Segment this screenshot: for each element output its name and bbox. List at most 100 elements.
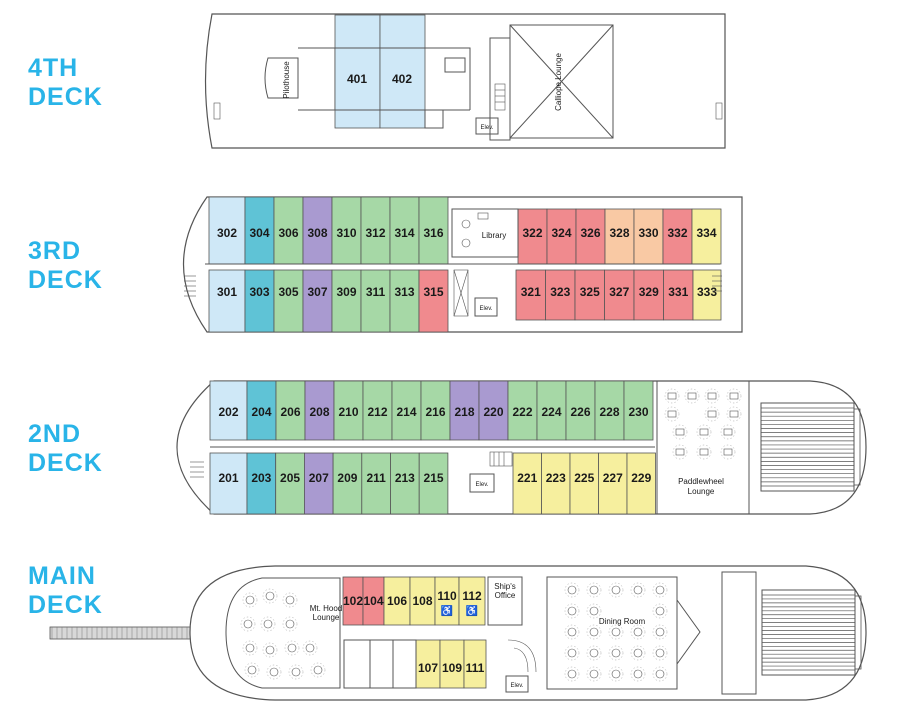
- accessible-icon: ♿: [466, 604, 478, 617]
- dining-room-label: Dining Room: [599, 617, 646, 626]
- cabin-label: 329: [639, 285, 659, 299]
- elevator-label: Elev.: [476, 482, 489, 488]
- cabin-label: 402: [392, 72, 412, 86]
- cabin-label: 325: [580, 285, 600, 299]
- deck-label-3rd: 3RD DECK: [28, 237, 103, 295]
- paddlewheel-lounge-label: Lounge: [688, 487, 715, 496]
- deck-label-line: 4TH: [28, 54, 79, 82]
- cabin-label: 334: [696, 226, 716, 240]
- cabin-204: [246, 380, 277, 441]
- lounge-furniture: [240, 588, 326, 680]
- accessible-icon: ♿: [441, 604, 453, 617]
- cabin-label: 206: [280, 405, 300, 419]
- cabin-label: 227: [603, 471, 623, 485]
- cabin-328: [604, 208, 635, 265]
- cabin-label: 110: [437, 589, 457, 603]
- elevator-label: Elev.: [481, 125, 494, 131]
- cabin-214: [391, 380, 422, 441]
- cabin-label: 205: [280, 471, 300, 485]
- mt-hood-lounge-label: Mt. Hood: [310, 604, 342, 613]
- paddlewheel-icon: [760, 402, 861, 492]
- cabin-325: [574, 269, 605, 321]
- paddlewheel-lounge-label: Paddlewheel: [678, 477, 724, 486]
- cabin-307: [302, 269, 333, 333]
- cabin-label: 203: [251, 471, 271, 485]
- cabin-label: 332: [667, 226, 687, 240]
- calliope-lounge: [509, 24, 614, 139]
- cabin-228: [594, 380, 625, 441]
- cabin-331: [663, 269, 694, 321]
- cabin-label: 112: [462, 589, 482, 603]
- elevator-main: [505, 675, 529, 693]
- cabin-304: [244, 196, 275, 265]
- deck-label-4th: 4TH DECK: [28, 54, 103, 112]
- cabin-label: 315: [423, 285, 443, 299]
- cabin-label: 303: [249, 285, 269, 299]
- cabin-302: [208, 196, 246, 265]
- ships-office: [487, 576, 523, 626]
- cabin-321: [515, 269, 546, 321]
- cabin-201: [209, 452, 248, 515]
- table-icon: [461, 212, 489, 248]
- deck-label-line: DECK: [28, 266, 103, 294]
- cabin-label: 207: [309, 471, 329, 485]
- cabin-label: 307: [307, 285, 327, 299]
- cabin-label: 226: [570, 405, 590, 419]
- cabin-label: 208: [309, 405, 329, 419]
- cabin-221: [512, 452, 542, 515]
- stairs-icon: [507, 639, 537, 673]
- cabin-213: [390, 452, 420, 515]
- cabin-label: 302: [217, 226, 237, 240]
- cabin-label: 216: [425, 405, 445, 419]
- cabin-208: [304, 380, 335, 441]
- cabin-label: 204: [251, 405, 271, 419]
- elevator-label: Elev.: [511, 683, 524, 689]
- cabin-label: 109: [442, 661, 462, 675]
- cabin-label: 326: [580, 226, 600, 240]
- elevator-2: [469, 473, 495, 493]
- cabin-label: 201: [218, 471, 238, 485]
- cabin-label: 212: [367, 405, 387, 419]
- cabin-401: [334, 14, 381, 129]
- cabin-label: 328: [609, 226, 629, 240]
- cabin-label: 108: [412, 594, 432, 608]
- cabin-218: [449, 380, 480, 441]
- cabin-329: [633, 269, 664, 321]
- cabin-label: 314: [394, 226, 414, 240]
- cabin-303: [244, 269, 275, 333]
- cabin-label: 221: [517, 471, 537, 485]
- deck-label-line: DECK: [28, 449, 103, 477]
- deck-label-2nd: 2ND DECK: [28, 420, 103, 478]
- cabin-301: [208, 269, 246, 333]
- deck-label-main: MAIN DECK: [28, 562, 103, 620]
- paddlewheel-lounge: [656, 380, 750, 515]
- cabin-label: 104: [363, 594, 383, 608]
- cabin-label: 223: [546, 471, 566, 485]
- cabin-label: 321: [521, 285, 541, 299]
- cabin-label: 327: [609, 285, 629, 299]
- cabin-label: 111: [466, 661, 485, 675]
- cabin-label: 304: [249, 226, 269, 240]
- cabin-label: 324: [551, 226, 571, 240]
- cabin-label: 322: [522, 226, 542, 240]
- stairs-icon: [453, 269, 469, 317]
- cabin-label: 401: [347, 72, 367, 86]
- cabin-216: [420, 380, 451, 441]
- lounge-furniture: [664, 388, 742, 460]
- mt-hood-lounge-label: Lounge: [313, 613, 340, 622]
- calliope-lounge-label: Calliope Lounge: [554, 53, 563, 111]
- cabin-229: [626, 452, 656, 515]
- dining-furniture: [564, 582, 668, 682]
- cabin-label: 107: [418, 661, 438, 675]
- library: [451, 208, 519, 258]
- cabin-333: [692, 269, 722, 321]
- cabin-label: 229: [631, 471, 651, 485]
- cabin-label: 225: [574, 471, 594, 485]
- cabin-111: [463, 639, 487, 689]
- cabin-label: 331: [668, 285, 688, 299]
